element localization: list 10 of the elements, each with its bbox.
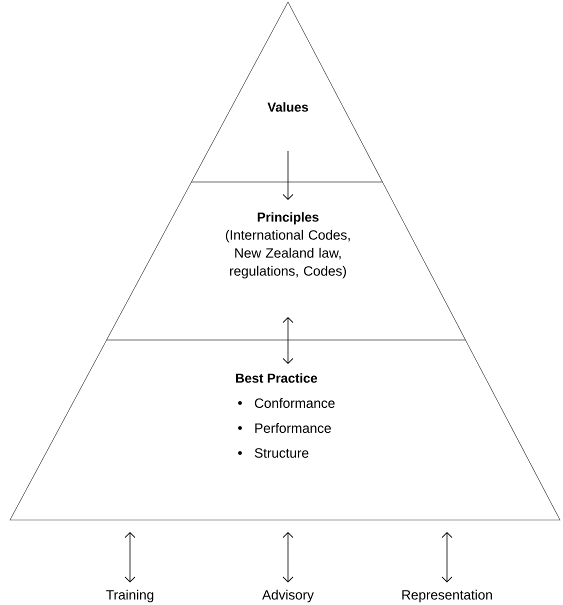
text-label: Representation xyxy=(402,590,492,602)
arrow xyxy=(124,532,136,583)
text-label: Advisory xyxy=(262,590,314,602)
arrow xyxy=(282,150,294,200)
arrow xyxy=(282,532,294,583)
pyramid-tier: Principles (International Codes, New Zealand law, regulations, Codes) xyxy=(106,182,466,340)
text-label: Training xyxy=(106,590,154,602)
arrow xyxy=(442,532,452,583)
arrow xyxy=(282,317,294,364)
pyramid-tier: Best Practice Conformance Performance Structure xyxy=(10,340,560,520)
